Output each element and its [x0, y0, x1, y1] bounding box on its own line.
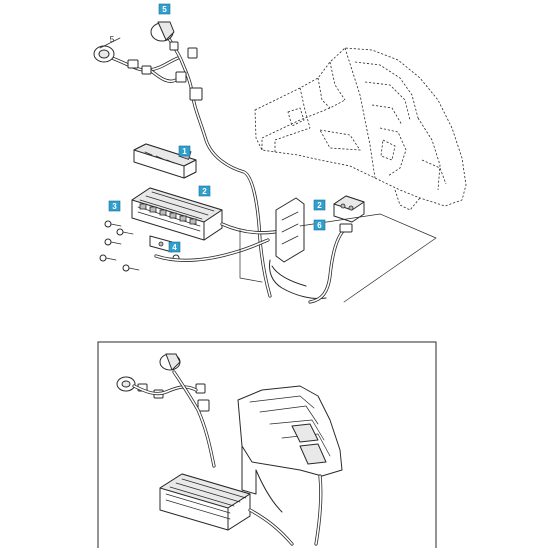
callout-5-text: 5: [162, 5, 167, 14]
remote-part-2: [333, 195, 365, 223]
callout-1: 1: [178, 145, 191, 157]
callout-6: 6: [313, 219, 326, 231]
callout-1-text: 1: [182, 147, 187, 156]
mounting-plate-part-6: [269, 197, 327, 299]
callout-4-text: 4: [172, 243, 177, 252]
callout-2-unit: 2: [198, 185, 211, 197]
knob-left: [93, 45, 115, 63]
callout-6-text: 6: [317, 221, 322, 230]
callout-5: 5: [158, 3, 171, 15]
machine-housing: [254, 47, 467, 211]
screws-part-3: [99, 220, 180, 272]
callout-2-remote-text: 2: [317, 201, 322, 210]
lower-assembled-view: [97, 341, 437, 548]
callout-5-plain-text: 5: [110, 35, 115, 44]
control-unit-part-2: [131, 187, 223, 241]
connector-row: [139, 203, 197, 225]
callout-2-remote: 2: [313, 199, 326, 211]
knob-top: [150, 21, 175, 42]
harness-part-5: [93, 21, 272, 298]
bracket-part-4: [149, 235, 173, 253]
callout-5-plain: 5: [110, 35, 115, 44]
callout-2-unit-text: 2: [202, 187, 207, 196]
upper-exploded-view: [93, 21, 467, 304]
callout-3-text: 3: [112, 202, 117, 211]
assembled-view-frame: [97, 341, 437, 548]
callout-4: 4: [168, 241, 181, 253]
callout-3: 3: [108, 200, 121, 212]
